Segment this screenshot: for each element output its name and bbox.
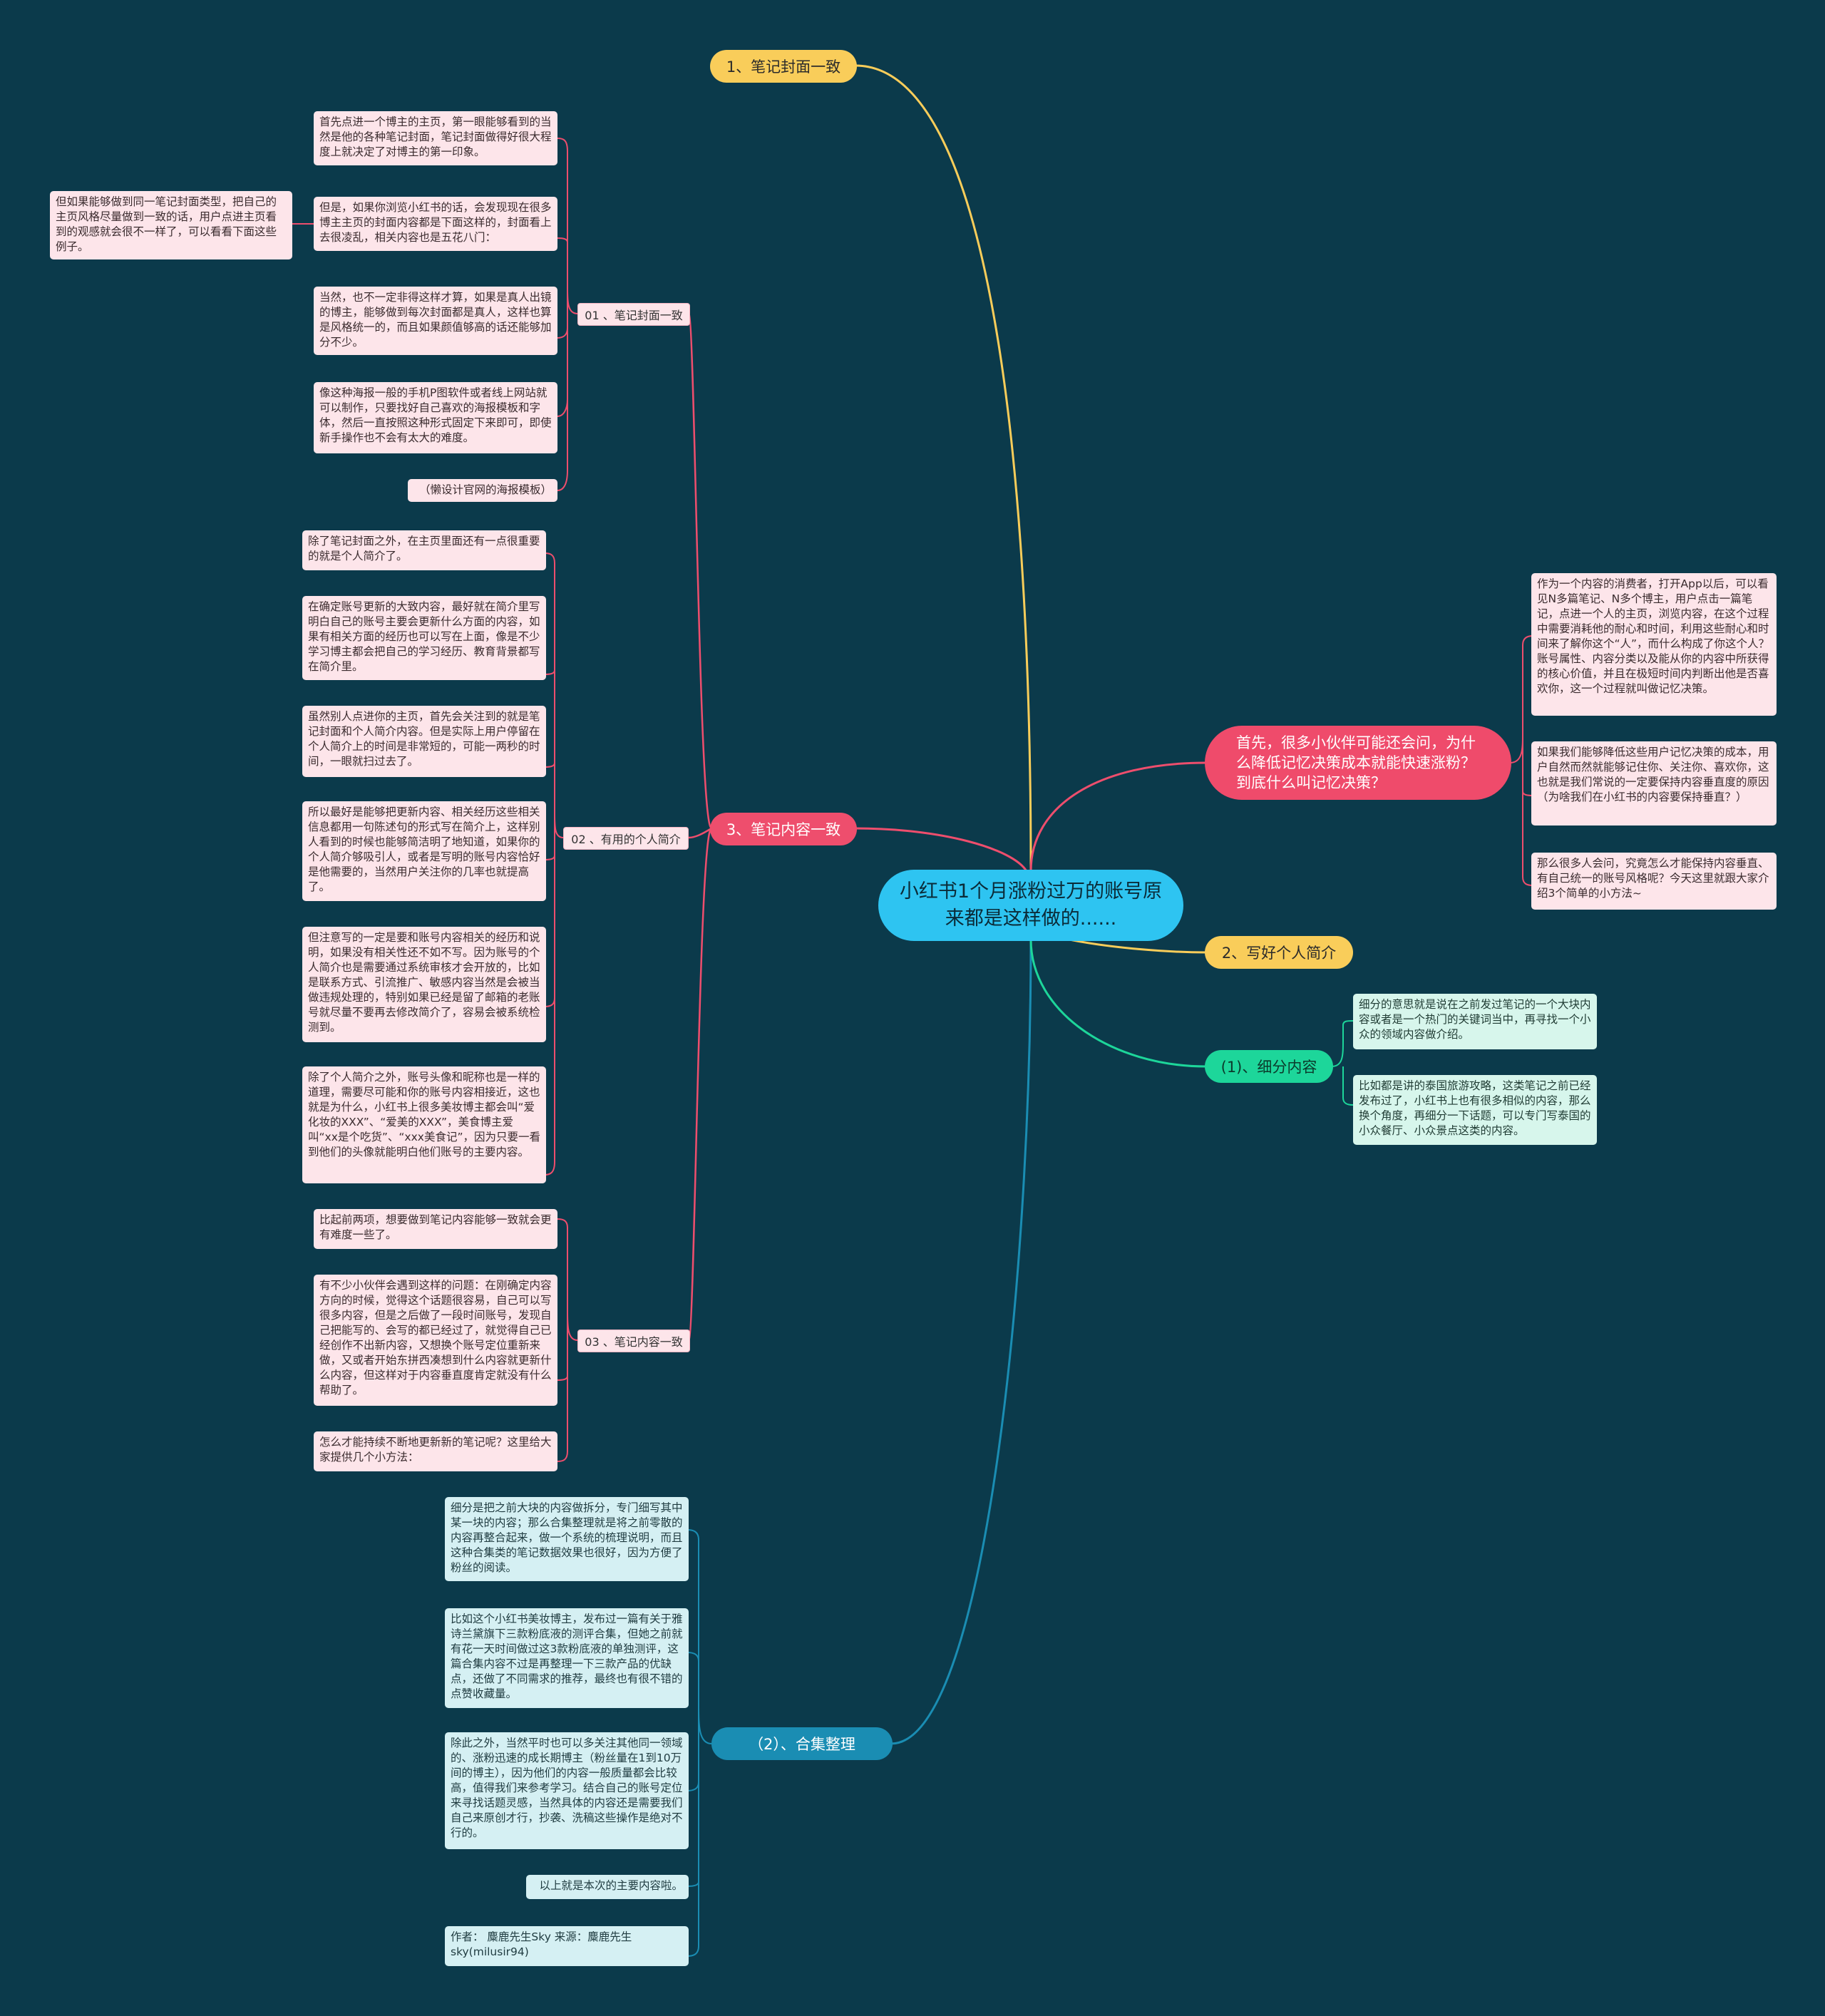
text-card: 细分的意思就是说在之前发过笔记的一个大块内容或者是一个热门的关键词当中，再寻找一… (1353, 994, 1597, 1049)
bracket-s02 (544, 552, 564, 1176)
bracket-bq (1509, 635, 1533, 886)
link-root-bg (1029, 939, 1207, 1068)
bracket-s01 (557, 138, 578, 491)
link-root-bq (1029, 761, 1207, 872)
text-card: 当然，也不一定非得这样才算，如果是真人出镜的博主，能够做到每次封面都是真人，这样… (314, 287, 557, 355)
text-card: 有不少小伙伴会遇到这样的问题：在刚确定内容方向的时候，觉得这个话题很容易，自己可… (314, 1275, 557, 1406)
bracket-s03 (557, 1218, 578, 1462)
text-card: 所以最好是能够把更新内容、相关经历这些相关信息都用一句陈述句的形式写在简介上，这… (302, 801, 546, 901)
text-card: 那么很多人会问，究竟怎么才能保持内容垂直、有自己统一的账号风格呢？今天这里就跟大… (1531, 853, 1777, 910)
text-card: （懒设计官网的海报模板） (408, 479, 557, 502)
text-card: 在确定账号更新的大致内容，最好就在简介里写明白自己的账号主要会更新什么方面的内容… (302, 596, 546, 680)
text-card: 以上就是本次的主要内容啦。 (526, 1875, 689, 1899)
sub-02-profile[interactable]: 02 、有用的个人简介 (563, 827, 689, 850)
bracket-bg (1331, 1020, 1354, 1106)
branch-cover-consistent[interactable]: 1、笔记封面一致 (710, 50, 857, 83)
text-card: 首先点进一个博主的主页，第一眼能够看到的当然是他的各种笔记封面，笔记封面做得好很… (314, 111, 557, 165)
text-card: 虽然别人点进你的主页，首先会关注到的就是笔记封面和个人简介内容。但是实际上用户停… (302, 706, 546, 777)
link-root-b3 (855, 827, 1028, 872)
link-b3-s02 (688, 827, 712, 839)
branch-subdivide-content[interactable]: (1)、细分内容 (1205, 1050, 1333, 1083)
branch-content-consistent[interactable]: 3、笔记内容一致 (710, 813, 857, 845)
text-card: 但是，如果你浏览小红书的话，会发现现在很多博主主页的封面内容都是下面这样的，封面… (314, 197, 557, 251)
link-root-bb (890, 939, 1032, 1745)
text-card: 除了个人简介之外，账号头像和昵称也是一样的道理，需要尽可能和你的账号内容相接近，… (302, 1066, 546, 1183)
text-card: 像这种海报一般的手机P图软件或者线上网站就可以制作，只要找好自己喜欢的海报模板和… (314, 382, 557, 453)
text-card: 比如都是讲的泰国旅游攻略，这类笔记之前已经发布过了，小红书上也有很多相似的内容，… (1353, 1075, 1597, 1145)
text-card: 如果我们能够降低这些用户记忆决策的成本，用户自然而然就能够记住你、关注你、喜欢你… (1531, 741, 1777, 826)
branch-profile-intro[interactable]: 2、写好个人简介 (1205, 936, 1353, 969)
text-card: 除了笔记封面之外，在主页里面还有一点很重要的就是个人简介了。 (302, 530, 546, 570)
link-root-b2 (1069, 938, 1207, 954)
text-card: 但注意写的一定是要和账号内容相关的经历和说明，如果没有相关性还不如不写。因为账号… (302, 927, 546, 1042)
root-topic[interactable]: 小红书1个月涨粉过万的账号原来都是这样做的...... (878, 870, 1183, 941)
sub-01-cover[interactable]: 01 、笔记封面一致 (577, 303, 690, 326)
bracket-bb (687, 1529, 712, 1957)
text-card: 比起前两项，想要做到笔记内容能够一致就会更有难度一些了。 (314, 1209, 557, 1249)
text-card: 但如果能够做到同一笔记封面类型，把自己的主页风格尽量做到一致的话，用户点进主页看… (50, 191, 292, 259)
text-card: 作为一个内容的消费者，打开App以后，可以看见N多篇笔记、N多个博主，用户点击一… (1531, 573, 1777, 716)
text-card: 怎么才能持续不断地更新新的笔记呢？这里给大家提供几个小方法： (314, 1431, 557, 1471)
sub-03-content[interactable]: 03 、笔记内容一致 (577, 1330, 690, 1352)
text-card: 除此之外，当然平时也可以多关注其他同一领域的、涨粉迅速的成长期博主（粉丝量在1到… (445, 1732, 689, 1849)
text-card: 作者： 麋鹿先生Sky 来源：麋鹿先生sky(milusir94) (445, 1926, 689, 1966)
branch-collection[interactable]: （2）、合集整理 (711, 1727, 893, 1760)
link-root-b1 (855, 64, 1032, 872)
text-card: 比如这个小红书美妆博主，发布过一篇有关于雅诗兰黛旗下三款粉底液的测评合集，但她之… (445, 1608, 689, 1708)
link-b3-s01 (687, 312, 713, 830)
link-b3-s03 (687, 827, 713, 1342)
text-card: 细分是把之前大块的内容做拆分，专门细写其中某一块的内容；那么合集整理就是将之前零… (445, 1497, 689, 1581)
branch-memory-decision-question[interactable]: 首先，很多小伙伴可能还会问，为什么降低记忆决策成本就能快速涨粉？到底什么叫记忆决… (1205, 726, 1511, 800)
